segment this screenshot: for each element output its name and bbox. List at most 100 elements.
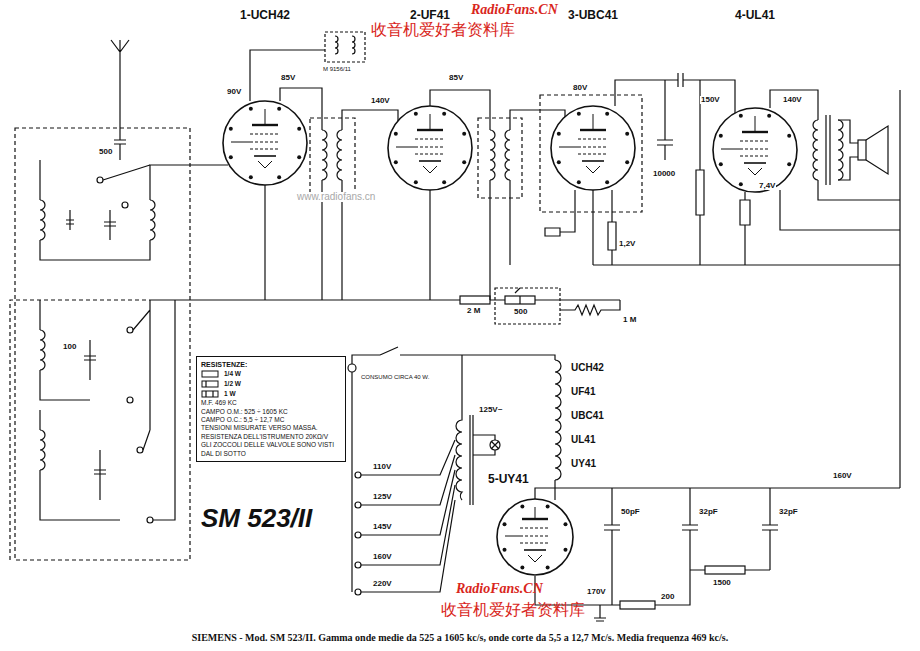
tube-pin <box>605 112 609 116</box>
resistor-symbol <box>202 381 218 387</box>
resistor-symbol <box>202 371 218 377</box>
tube-part <box>396 147 415 148</box>
tube-part <box>593 114 594 130</box>
valve-drawing <box>711 106 799 194</box>
resistor-mark <box>205 391 206 397</box>
valve-label: 1-UCH42 <box>220 8 310 22</box>
tube-pin <box>557 132 561 136</box>
valve-drawing <box>495 497 575 577</box>
valve-label: 2-UF41 <box>385 8 475 22</box>
voltage-label: 140V <box>370 97 391 105</box>
tube-pin <box>739 114 743 118</box>
resistor-mark <box>212 391 213 397</box>
tube-grid <box>250 142 280 143</box>
tube-cathode <box>419 160 441 162</box>
component-value: 32pF <box>778 508 799 516</box>
heater-label: UCH42 <box>570 363 605 373</box>
part-number: M 9156/11 <box>322 66 352 72</box>
resistor-symbol <box>201 370 219 378</box>
tube-pin <box>229 155 233 159</box>
tube-part <box>430 114 431 130</box>
watermark: 收音机爱好者资料库 <box>370 22 516 38</box>
legend-text: 1 W <box>224 390 236 397</box>
tube-pin <box>787 134 791 138</box>
note-text: CAMPO O.C.: 5,5 ÷ 12,7 MC <box>201 416 341 424</box>
tube-pin <box>563 522 567 526</box>
tube-pin <box>249 175 253 179</box>
tube-cathode <box>254 155 276 157</box>
resistor-symbol <box>201 390 219 398</box>
tube-envelope <box>713 108 797 192</box>
tube-pin <box>503 548 507 552</box>
valve-drawing <box>549 104 637 192</box>
tube-pin <box>414 180 418 184</box>
consumption-note: CONSUMO CIRCA 40 W. <box>360 374 430 380</box>
mains-tap: 160V <box>372 553 393 561</box>
tube-grid <box>415 154 445 155</box>
heater-label: UY41 <box>570 459 597 469</box>
mains-tap: 110V <box>372 463 392 471</box>
component-value: 50pF <box>620 508 641 516</box>
component-value: 500 <box>513 308 528 316</box>
tube-part <box>265 109 266 125</box>
voltage-label: 85V <box>448 74 464 82</box>
note-text: GLI ZOCCOLI DELLE VALVOLE SONO VISTI DAL… <box>201 441 341 458</box>
tube-grid <box>250 134 280 135</box>
mains-tap: 145V <box>372 523 393 531</box>
heater-label: UL41 <box>570 435 596 445</box>
tube-grid <box>520 536 550 537</box>
tube-envelope <box>388 106 472 190</box>
legend-text: 1/4 W <box>224 370 241 377</box>
voltage-label: 90V <box>226 88 242 96</box>
note-text: TENSIONI MISURATE VERSO MASSA. <box>201 424 341 432</box>
tube-pin <box>719 162 723 166</box>
voltage-label: 125V~ <box>478 406 503 414</box>
component-value: 1500 <box>712 579 732 587</box>
tube-pin <box>229 127 233 131</box>
tube-part <box>535 507 536 519</box>
tube-grid <box>578 139 608 140</box>
tube-pin <box>297 155 301 159</box>
tube-envelope <box>223 101 307 185</box>
component-value: 200 <box>660 593 675 601</box>
tube-grid <box>415 147 445 148</box>
voltage-label: 1,2V <box>618 240 636 248</box>
mains-tap: 125V <box>372 493 393 501</box>
tube-pin <box>277 107 281 111</box>
tube-pin <box>414 112 418 116</box>
note-text: CAMPO O.M.: 525 ÷ 1605 KC <box>201 408 341 416</box>
tube-grid <box>740 141 770 142</box>
voltage-label: 160V <box>832 472 853 480</box>
watermark: RadioFans.CN <box>455 582 544 596</box>
tube-grid <box>578 147 608 148</box>
tube-grid <box>740 149 770 150</box>
tube-pin <box>787 162 791 166</box>
voltage-label: 150V <box>700 96 721 104</box>
valve-label: 4-UL41 <box>710 8 800 22</box>
tube-pin <box>249 107 253 111</box>
valve-symbol: 5-UY41 <box>488 472 576 578</box>
tube-grid <box>250 149 280 150</box>
legend-row: 1/4 W <box>201 369 341 379</box>
tube-pin <box>394 160 398 164</box>
tube-part <box>505 536 520 537</box>
tube-grid <box>520 528 550 529</box>
tube-grid <box>520 543 550 544</box>
valve-symbol: 1-UCH42 <box>220 8 310 188</box>
tube-pin <box>557 160 561 164</box>
model-name: SM 523/II <box>200 505 313 531</box>
legend-row: 1 W <box>201 389 341 399</box>
watermark: www.radiofans.cn <box>296 192 376 202</box>
watermark: RadioFans.CN <box>470 3 559 17</box>
valve-label: 5-UY41 <box>488 472 576 486</box>
tube-pin <box>546 565 550 569</box>
mains-tap: 220V <box>372 580 393 588</box>
tube-pin <box>546 505 550 509</box>
tube-pin <box>277 175 281 179</box>
voltage-label: 7,4V <box>758 182 776 190</box>
tube-pin <box>520 505 524 509</box>
valve-drawing <box>386 104 474 192</box>
heater-label: UBC41 <box>570 411 605 421</box>
heater-label: UF41 <box>570 387 596 397</box>
tube-heater <box>258 161 272 168</box>
